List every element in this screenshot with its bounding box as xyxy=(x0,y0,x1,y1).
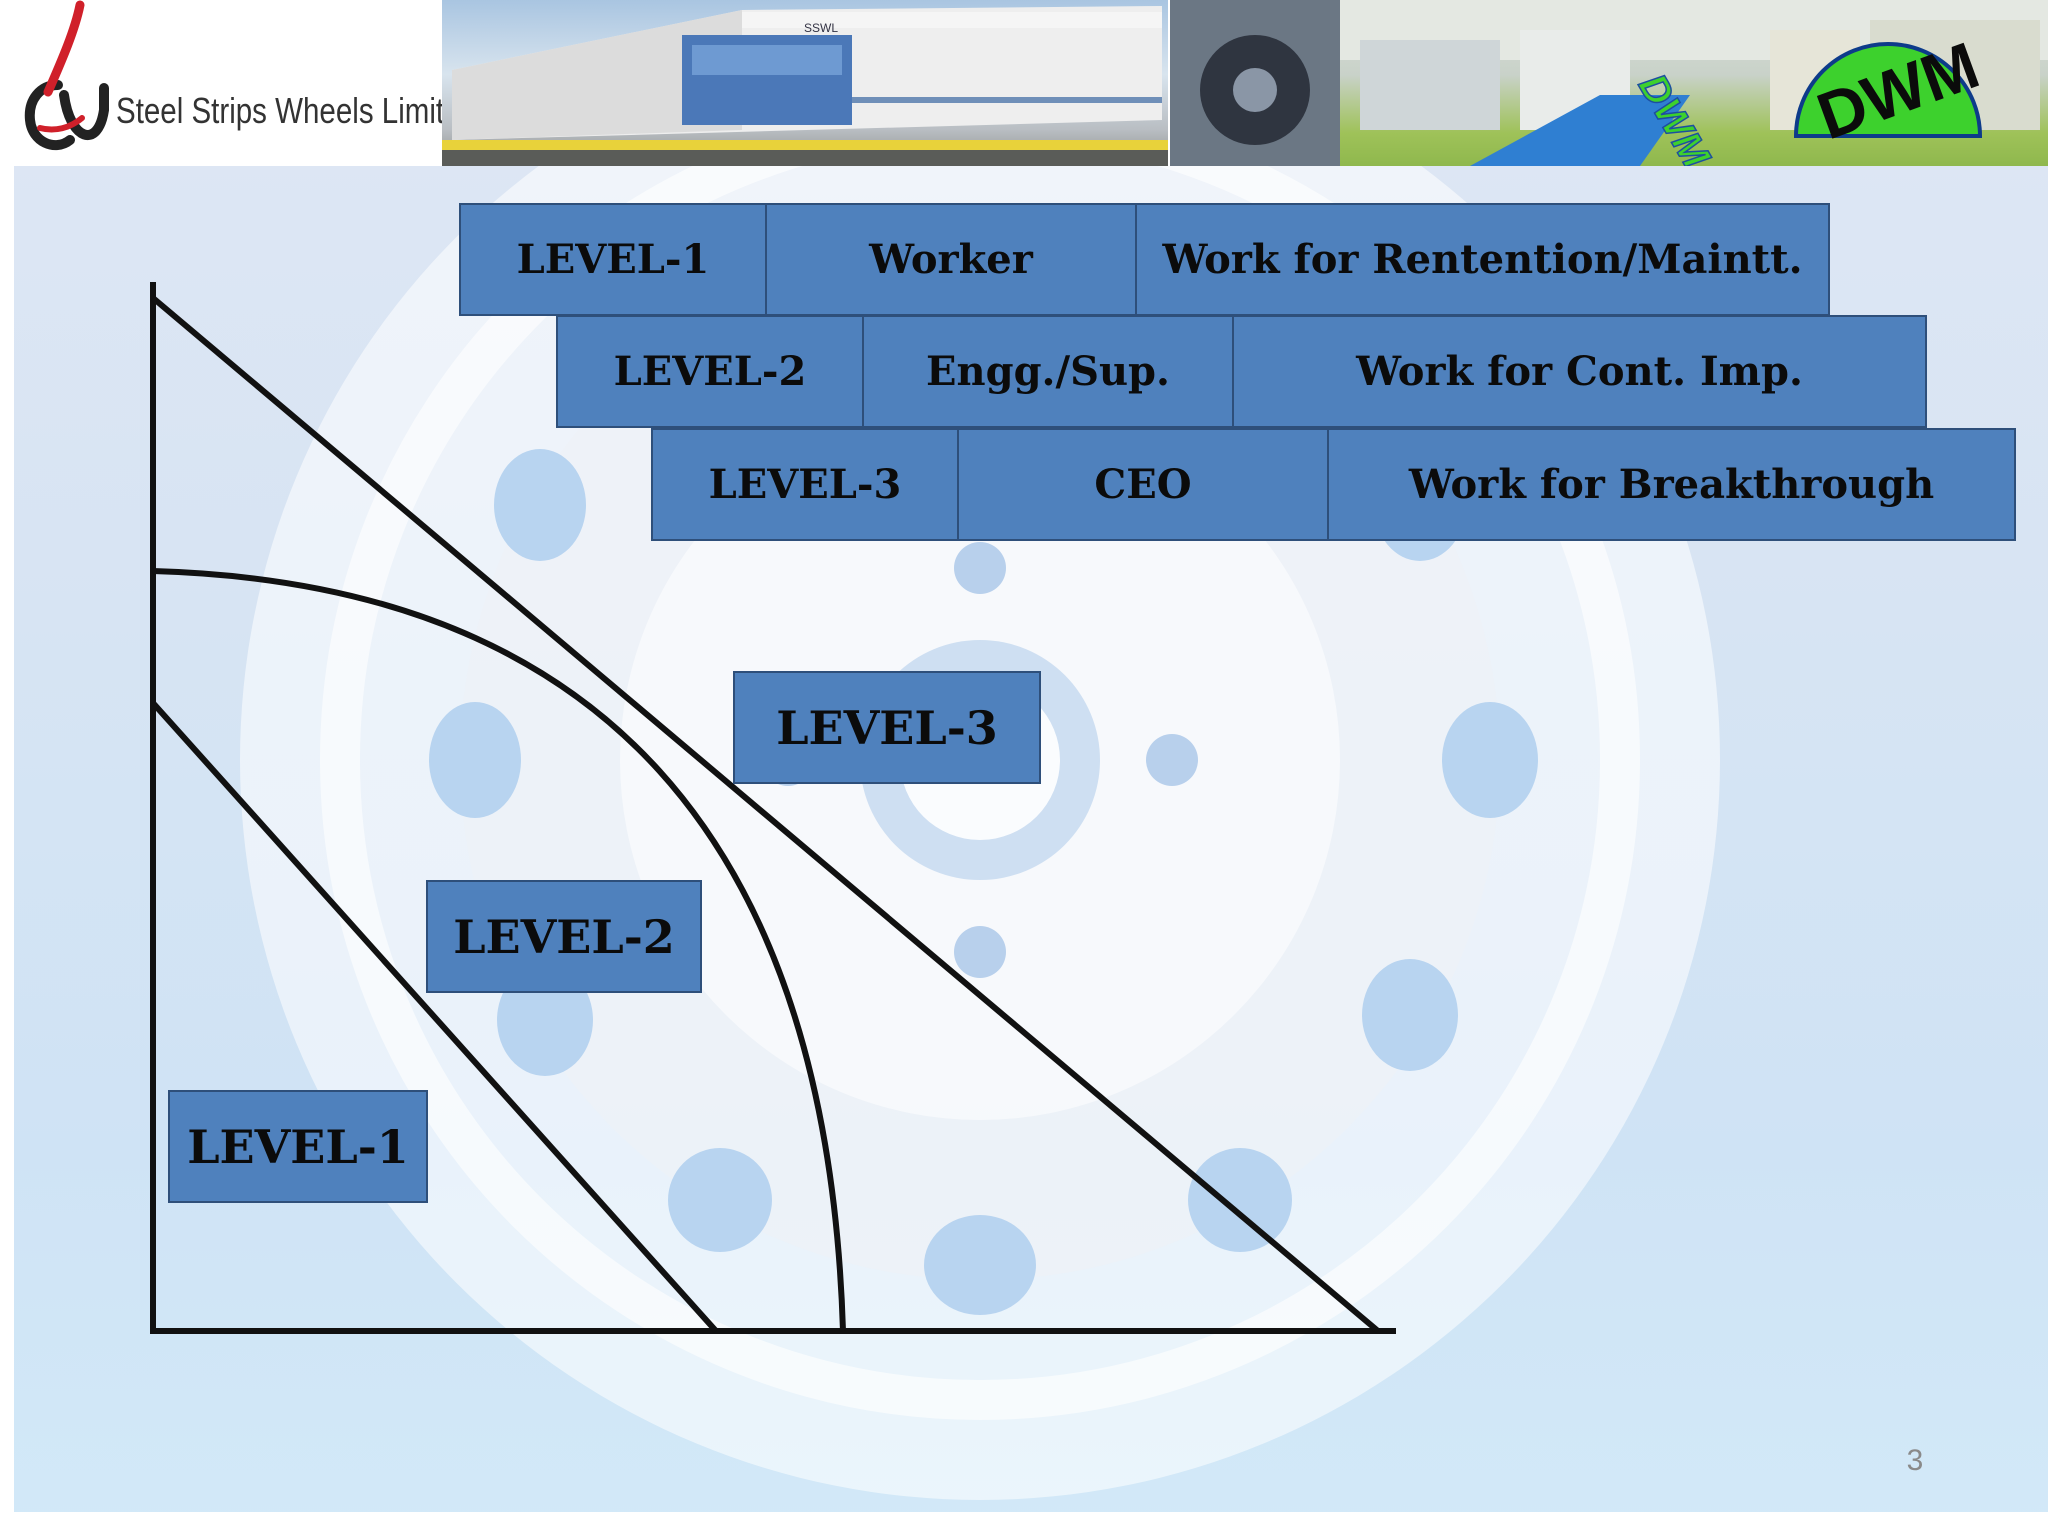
level-2-boundary-curve xyxy=(152,568,846,1332)
table-row-2-focus: Work for Cont. Imp. xyxy=(1232,315,1927,428)
page-number: 3 xyxy=(1906,1444,1924,1477)
table-row-1-level: LEVEL-1 xyxy=(459,203,767,316)
table-row-3-focus: Work for Breakthrough xyxy=(1327,428,2016,541)
diagram-label-level-1: LEVEL-1 xyxy=(168,1090,428,1203)
slide-left-margin xyxy=(0,0,14,1536)
factory-building-illustration: SSWL xyxy=(442,6,1168,166)
company-name: Steel Strips Wheels Limited xyxy=(116,90,477,131)
sswl-logo-icon xyxy=(24,0,109,151)
table-row-2-role: Engg./Sup. xyxy=(862,315,1234,428)
factory-sign: SSWL xyxy=(804,21,838,35)
table-row-2-level: LEVEL-2 xyxy=(556,315,864,428)
slide-bottom-margin xyxy=(0,1512,2048,1536)
header-banner: Steel Strips Wheels Limited SSWL xyxy=(0,0,2048,166)
table-row-1-role: Worker xyxy=(765,203,1137,316)
plant-floor-illustration: DWM DWM xyxy=(1170,0,2048,166)
table-row-3-role: CEO xyxy=(957,428,1329,541)
factory-building-photo: SSWL xyxy=(442,0,1168,166)
level-1-boundary-line xyxy=(150,700,719,1334)
diagram-label-level-3: LEVEL-3 xyxy=(733,671,1041,784)
table-row-3-level: LEVEL-3 xyxy=(651,428,959,541)
production-plant-photo: DWM DWM xyxy=(1170,0,2048,166)
diagram-label-level-2: LEVEL-2 xyxy=(426,880,702,993)
company-logo-panel: Steel Strips Wheels Limited xyxy=(0,0,477,166)
level-3-boundary-line xyxy=(151,295,1380,1334)
